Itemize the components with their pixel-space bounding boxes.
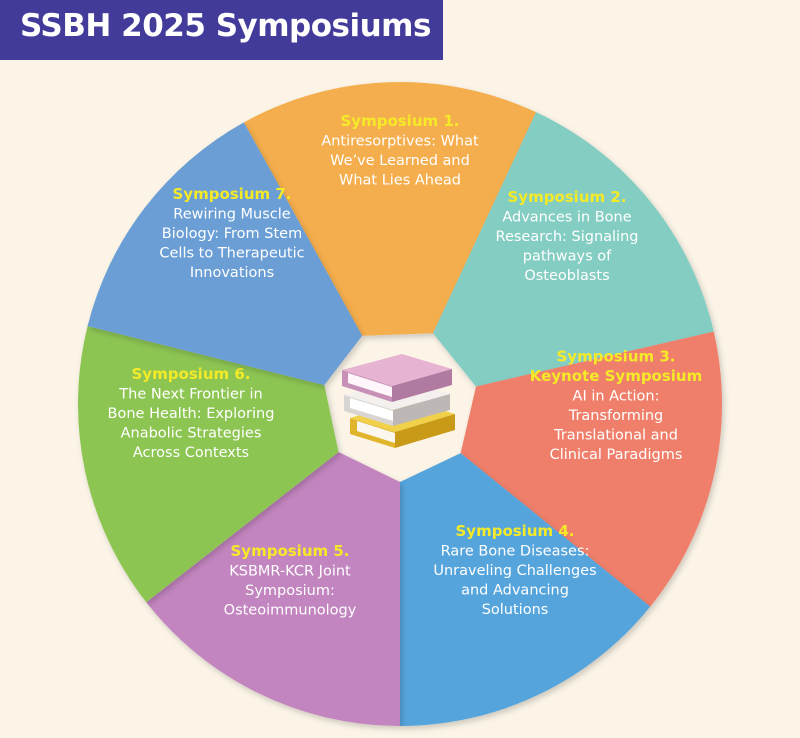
segment-shape [78, 326, 339, 603]
segment-text-line: Advances in Bone [502, 210, 631, 226]
segment-text-line: Clinical Paradigms [550, 447, 683, 463]
segment-text-line: Symposium: [245, 583, 335, 599]
segment-shape [87, 122, 363, 386]
segment-text-line: Anabolic Strategies [121, 426, 262, 442]
segment-heading: Symposium 6. [132, 365, 251, 383]
segment-heading: Symposium 2. [508, 188, 627, 206]
segment-text-line: We’ve Learned and [330, 153, 470, 169]
segment-text-line: The Next Frontier in [118, 387, 262, 403]
segment-text-line: Translational and [553, 427, 678, 443]
segment-text-line: Across Contexts [133, 445, 249, 461]
segment-shape [146, 452, 400, 726]
segment-heading: Symposium 4. [456, 522, 575, 540]
segment-text-line: Osteoblasts [524, 268, 609, 284]
segment-text-line: Rewiring Muscle [173, 207, 290, 223]
segment-text-line: AI in Action: [573, 388, 660, 404]
segment-text-line: Osteoimmunology [224, 602, 357, 618]
segment-text-line: Transforming [568, 408, 664, 424]
segment-shape [243, 81, 537, 336]
segment-symposium-3: Symposium 3. Keynote Symposium AI in Actio… [460, 331, 722, 607]
segment-symposium-6: Symposium 6. The Next Frontier in Bone Hea… [78, 326, 339, 603]
segment-text-line: Biology: From Stem [162, 226, 302, 242]
segment-shape [460, 331, 722, 607]
segment-text-line: Antiresorptives: What [321, 133, 479, 149]
segment-text-line: pathways of [523, 249, 612, 265]
segment-heading: Keynote Symposium [530, 367, 703, 385]
page-title: SSBH 2025 Symposiums [20, 8, 431, 44]
segment-symposium-4: Symposium 4. Rare Bone Diseases: Unravelin… [400, 453, 651, 726]
segment-text-line: What Lies Ahead [339, 172, 461, 188]
segment-text-line: Cells to Therapeutic [159, 246, 304, 262]
segment-text-line: Unraveling Challenges [433, 563, 596, 579]
segment-heading: Symposium 5. [231, 542, 350, 560]
segment-heading: Symposium 1. [341, 112, 460, 130]
segment-text-line: Research: Signaling [496, 229, 639, 245]
segment-shape [400, 453, 651, 726]
segment-text-line: Innovations [190, 265, 274, 281]
title-banner: SSBH 2025 Symposiums [0, 0, 443, 60]
segment-heading: Symposium 7. [173, 185, 292, 203]
segment-text-line: and Advancing [461, 583, 569, 599]
stacked-books-icon [342, 354, 455, 448]
segment-text-line: Bone Health: Exploring [108, 406, 275, 422]
segment-shape [432, 112, 714, 387]
segment-text-line: Rare Bone Diseases: [441, 544, 590, 560]
segment-text-line: KSBMR-KCR Joint [229, 563, 351, 579]
segment-text-line: Solutions [482, 602, 549, 618]
segment-heading: Symposium 3. [557, 347, 676, 365]
